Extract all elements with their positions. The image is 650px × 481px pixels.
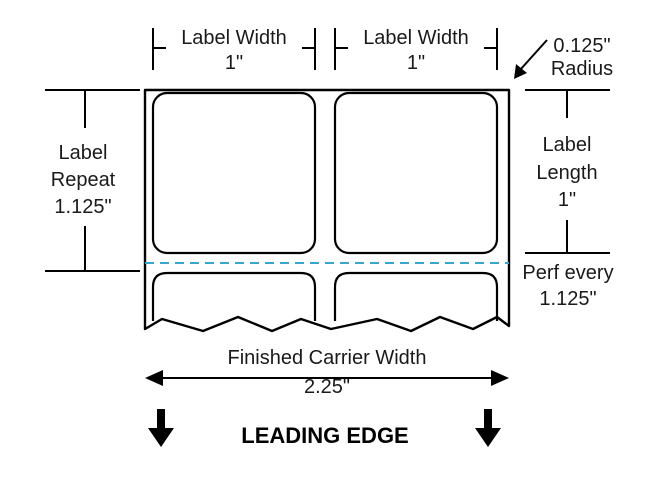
label-length-value: 1"	[558, 189, 576, 211]
label-width-right-title: Label Width	[363, 27, 469, 49]
perf-label: Perf every	[522, 262, 613, 284]
radius-arrow-head	[514, 64, 527, 79]
label-right	[333, 91, 499, 255]
label-repeat-dimension	[45, 89, 140, 272]
label-length-line1: Label	[543, 134, 592, 156]
next-label-right	[333, 271, 499, 321]
label-width-left-title: Label Width	[181, 27, 287, 49]
label-length-line2: Length	[536, 162, 597, 184]
label-length-dimension	[525, 89, 610, 254]
label-repeat-value: 1.125"	[54, 196, 111, 218]
label-width-right-dimension	[334, 28, 498, 70]
label-left	[151, 91, 317, 255]
label-repeat-line2: Repeat	[51, 169, 116, 191]
down-arrow-icon	[475, 409, 501, 447]
label-repeat-line1: Label	[59, 142, 108, 164]
perf-value: 1.125"	[539, 288, 596, 310]
radius-label: Radius	[551, 58, 613, 80]
radius-arrow-shaft	[519, 39, 548, 71]
leading-edge-text: LEADING EDGE	[241, 423, 408, 448]
down-arrow-icon	[148, 409, 174, 447]
label-width-right-value: 1"	[407, 52, 425, 74]
label-width-left-dimension	[152, 28, 316, 70]
carrier-liner	[143, 88, 511, 333]
radius-value: 0.125"	[553, 35, 610, 57]
carrier-width-value: 2.25"	[304, 376, 350, 398]
carrier-width-label: Finished Carrier Width	[228, 347, 427, 369]
label-width-left-value: 1"	[225, 52, 243, 74]
carrier-width-arrow-right	[491, 370, 509, 386]
carrier-width-arrow-left	[145, 370, 163, 386]
next-label-left	[151, 271, 317, 321]
